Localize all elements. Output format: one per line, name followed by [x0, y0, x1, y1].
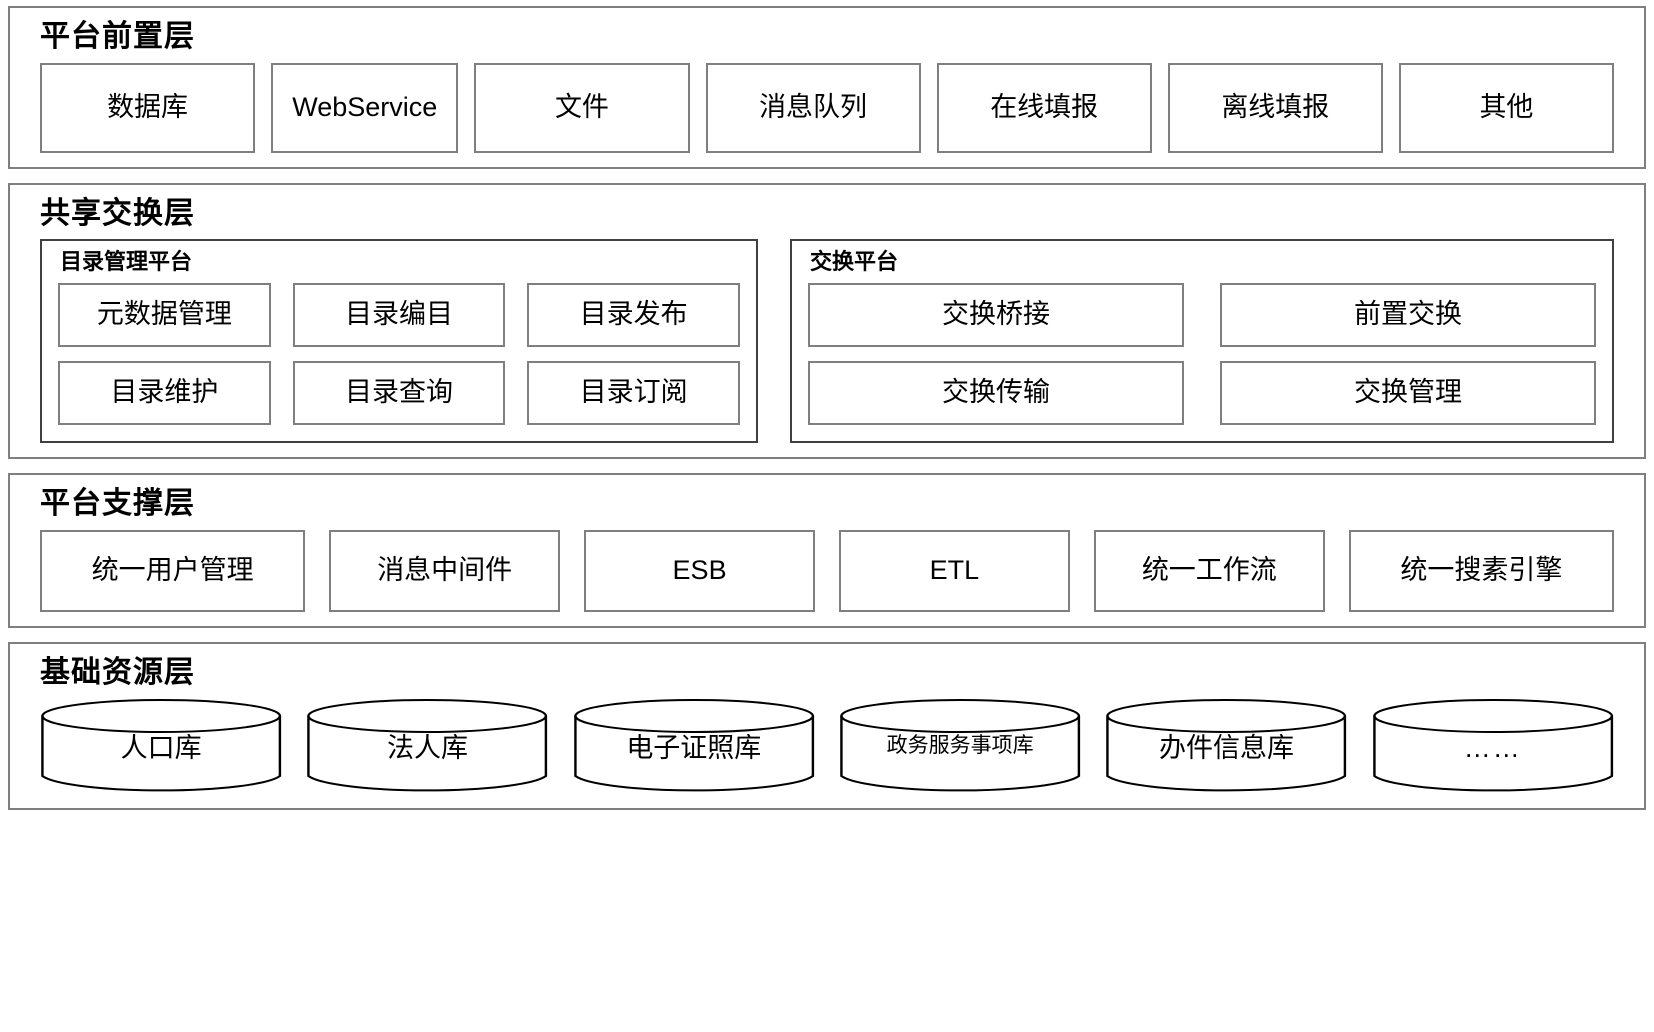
node-offline-reporting[interactable]: 离线填报: [1167, 62, 1383, 153]
node-web-service-line1: Web: [292, 91, 348, 122]
cylinder-label-electronic-license-database: 电子证照库: [626, 733, 762, 764]
subpanel-title-exchange-platform: 交换平台: [810, 249, 899, 274]
exchange-node-grid: 交换桥接 前置交换 交换传输 交换管理: [808, 283, 1596, 426]
database-cylinder-icon: [41, 699, 282, 792]
node-metadata-management[interactable]: 元数据管理: [58, 283, 271, 348]
subpanel-exchange-platform: 交换平台 交换桥接 前置交换 交换传输 交换管理: [790, 239, 1614, 444]
cylinder-electronic-license-database[interactable]: 电子证照库: [573, 698, 815, 794]
support-node-row: 统一用户管理 消息中间件 ESB ETL 统一工作流 统一搜素引擎: [40, 529, 1614, 612]
layer-platform-support: 平台支撑层 统一用户管理 消息中间件 ESB ETL 统一工作流 统一搜素引擎: [8, 473, 1646, 628]
layer-shared-exchange: 共享交换层 目录管理平台 元数据管理 目录编目 目录发布 目录维护 目录查询 目…: [8, 182, 1646, 460]
base-resource-cylinder-row: 人口库 法人库 电子证照库: [40, 698, 1614, 794]
layer-title-base-resource: 基础资源层: [40, 655, 195, 689]
directory-node-grid: 元数据管理 目录编目 目录发布 目录维护 目录查询 目录订阅: [58, 283, 740, 426]
node-directory-subscription[interactable]: 目录订阅: [527, 361, 740, 426]
layer-title-platform-frontend: 平台前置层: [40, 20, 195, 53]
node-unified-user-management[interactable]: 统一用户管理: [40, 529, 306, 612]
node-directory-cataloging[interactable]: 目录编目: [292, 283, 506, 348]
database-cylinder-icon: [840, 699, 1081, 792]
node-exchange-transmission[interactable]: 交换传输: [808, 361, 1184, 426]
node-message-queue[interactable]: 消息队列: [705, 62, 921, 153]
node-esb[interactable]: ESB: [584, 529, 815, 612]
cylinder-more-databases[interactable]: ……: [1372, 698, 1614, 794]
node-other[interactable]: 其他: [1398, 62, 1614, 153]
layer-title-platform-support: 平台支撑层: [40, 487, 195, 521]
node-directory-publish[interactable]: 目录发布: [527, 283, 740, 348]
node-unified-workflow[interactable]: 统一工作流: [1093, 529, 1325, 612]
database-cylinder-icon: [1106, 699, 1347, 792]
node-database[interactable]: 数据库: [40, 62, 256, 153]
node-file[interactable]: 文件: [474, 62, 690, 153]
cylinder-case-information-database[interactable]: 办件信息库: [1105, 698, 1347, 794]
cylinder-label-case-information-database: 办件信息库: [1158, 733, 1294, 764]
node-web-service[interactable]: Web Service: [271, 62, 459, 153]
cylinder-label-legal-entity-database: 法人库: [386, 733, 468, 764]
node-frontend-exchange[interactable]: 前置交换: [1220, 283, 1596, 348]
cylinder-government-service-items-database[interactable]: 政务服务事项库: [839, 698, 1081, 794]
database-cylinder-icon: [1372, 699, 1613, 792]
node-web-service-line2: Service: [347, 91, 438, 122]
node-unified-search-engine[interactable]: 统一搜素引擎: [1348, 529, 1614, 612]
frontend-node-row: 数据库 Web Service 文件 消息队列 在线填报 离线填报 其他: [40, 62, 1614, 153]
cylinder-label-government-service-items-database: 政务服务事项库: [886, 734, 1034, 758]
node-message-middleware[interactable]: 消息中间件: [329, 529, 561, 612]
layer-platform-frontend: 平台前置层 数据库 Web Service 文件 消息队列 在线填报 离线填报 …: [8, 6, 1646, 169]
cylinder-population-database[interactable]: 人口库: [40, 698, 282, 794]
cylinder-label-more-databases: ……: [1463, 733, 1522, 764]
layer-title-shared-exchange: 共享交换层: [40, 196, 195, 230]
cylinder-legal-entity-database[interactable]: 法人库: [306, 698, 548, 794]
layer-base-resource: 基础资源层 人口库 法人库: [8, 641, 1646, 811]
node-exchange-bridge[interactable]: 交换桥接: [808, 283, 1184, 348]
database-cylinder-icon: [307, 699, 548, 792]
database-cylinder-icon: [573, 699, 814, 792]
node-directory-query[interactable]: 目录查询: [292, 361, 506, 426]
node-exchange-management[interactable]: 交换管理: [1220, 361, 1596, 426]
exchange-columns: 目录管理平台 元数据管理 目录编目 目录发布 目录维护 目录查询 目录订阅 交换…: [40, 239, 1614, 444]
subpanel-title-directory-management: 目录管理平台: [60, 249, 193, 274]
node-online-reporting[interactable]: 在线填报: [936, 62, 1152, 153]
node-etl[interactable]: ETL: [839, 529, 1070, 612]
cylinder-label-population-database: 人口库: [120, 733, 202, 764]
subpanel-directory-management: 目录管理平台 元数据管理 目录编目 目录发布 目录维护 目录查询 目录订阅: [40, 239, 758, 444]
node-directory-maintenance[interactable]: 目录维护: [58, 361, 271, 426]
